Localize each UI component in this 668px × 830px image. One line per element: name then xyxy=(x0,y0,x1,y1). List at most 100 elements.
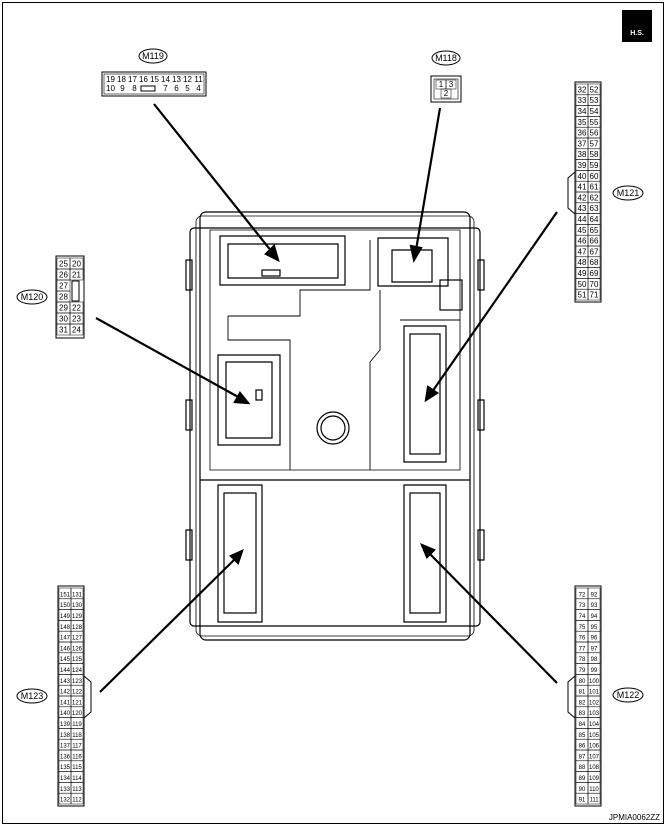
m122-pin: 105 xyxy=(589,733,600,739)
pin-cell xyxy=(69,268,84,281)
m121-pin: 40 xyxy=(578,172,587,181)
m122-pin: 98 xyxy=(591,657,598,663)
m122-pin: 101 xyxy=(589,690,600,696)
m119-label: M119 xyxy=(142,51,164,61)
m121-pin: 48 xyxy=(578,258,587,267)
m122-pin: 111 xyxy=(589,798,599,804)
m122-pin: 95 xyxy=(591,625,598,631)
m122-pin: 89 xyxy=(579,776,586,782)
m123-pin: 137 xyxy=(60,744,71,750)
m123-pin: 139 xyxy=(60,722,71,728)
m119-pin: 12 xyxy=(183,75,192,84)
connector-m122: M122 72737475767778798081828384858687888… xyxy=(567,585,644,807)
m120-pin: 23 xyxy=(72,315,81,324)
junction-block-body xyxy=(185,211,485,641)
m123-pin: 134 xyxy=(60,776,71,782)
m121-pin: 68 xyxy=(590,258,599,267)
m121-pin: 33 xyxy=(578,96,587,105)
m122-pin: 78 xyxy=(579,657,586,663)
m122-pin: 83 xyxy=(579,711,586,717)
m123-pin: 126 xyxy=(72,646,83,652)
m121-pin: 70 xyxy=(590,280,599,289)
m122-pin: 90 xyxy=(579,787,586,793)
m122-pin: 100 xyxy=(589,679,600,685)
m122-pin: 97 xyxy=(591,646,598,652)
m119-pin: 5 xyxy=(185,84,190,93)
m123-pin: 117 xyxy=(72,744,82,750)
m119-pin: 9 xyxy=(120,84,125,93)
m122-pin: 86 xyxy=(579,744,586,750)
m120-label: M120 xyxy=(21,292,44,302)
m121-pin: 52 xyxy=(590,85,599,94)
m123-pin: 143 xyxy=(60,679,71,685)
m122-pin: 87 xyxy=(579,754,586,760)
m121-pin: 51 xyxy=(578,291,587,300)
m121-pin: 57 xyxy=(590,139,599,148)
m122-pin: 76 xyxy=(579,636,586,642)
m122-pin: 104 xyxy=(589,722,600,728)
connector-m123: M123 15115014914814714614514414314214114… xyxy=(16,585,92,807)
m121-pin: 54 xyxy=(590,107,599,116)
m123-label: M123 xyxy=(21,691,44,701)
m121-pin: 36 xyxy=(578,129,587,138)
m122-pin: 81 xyxy=(579,690,586,696)
m121-pin: 37 xyxy=(578,139,587,148)
m123-pin: 128 xyxy=(72,625,83,631)
m123-pin: 140 xyxy=(60,711,71,717)
logo-text: H.S. xyxy=(630,30,644,37)
m120-pin: 20 xyxy=(72,260,81,269)
m121-pin: 59 xyxy=(590,161,599,170)
pin-cell xyxy=(587,288,601,301)
m121-pin: 44 xyxy=(578,215,587,224)
m119-pin: 7 xyxy=(163,84,168,93)
m121-pin: 67 xyxy=(590,247,599,256)
m119-pin: 14 xyxy=(161,75,170,84)
m120-pin: 29 xyxy=(59,304,68,313)
m120-pin: 26 xyxy=(59,271,68,280)
m121-pin: 35 xyxy=(578,118,587,127)
m121-pin: 42 xyxy=(578,193,587,202)
m123-pin: 118 xyxy=(72,733,82,739)
m122-pin: 92 xyxy=(591,592,598,598)
m121-pin: 41 xyxy=(578,183,587,192)
m122-pin: 110 xyxy=(589,787,599,793)
m119-pin: 15 xyxy=(150,75,159,84)
m120-pin: 28 xyxy=(59,293,68,302)
m122-pin: 108 xyxy=(589,765,600,771)
connector-m121: M121 32333435363738394041424344454647484… xyxy=(567,81,644,303)
m122-pin: 72 xyxy=(579,592,586,598)
m122-pin: 109 xyxy=(589,776,600,782)
m119-pin: 13 xyxy=(172,75,181,84)
m121-pin: 55 xyxy=(590,118,599,127)
m121-pin: 63 xyxy=(590,204,599,213)
m118-pin: 2 xyxy=(444,89,449,98)
m122-pin: 73 xyxy=(579,603,586,609)
m123-pin: 129 xyxy=(72,614,83,620)
m122-pin: 107 xyxy=(589,754,600,760)
m123-pin: 123 xyxy=(72,679,83,685)
m120-key xyxy=(71,280,80,302)
m121-pin: 34 xyxy=(578,107,587,116)
m122-pin: 85 xyxy=(579,733,586,739)
m123-pin: 116 xyxy=(72,754,82,760)
m121-pin: 65 xyxy=(590,226,599,235)
m119-pin: 18 xyxy=(117,75,126,84)
m122-label: M122 xyxy=(617,690,640,700)
m122-pin: 99 xyxy=(591,668,598,674)
m120-pin: 25 xyxy=(59,260,68,269)
m120-pin: 31 xyxy=(59,326,68,335)
m121-pin: 60 xyxy=(590,172,599,181)
m123-pin: 115 xyxy=(72,765,82,771)
m121-pin: 47 xyxy=(578,247,587,256)
m121-pin: 45 xyxy=(578,226,587,235)
m119-pin: 11 xyxy=(194,75,203,84)
m123-pin: 127 xyxy=(72,636,83,642)
m121-pin: 46 xyxy=(578,237,587,246)
m122-pin: 80 xyxy=(579,679,586,685)
m122-pin: 77 xyxy=(579,646,586,652)
m122-pin: 102 xyxy=(589,700,600,706)
